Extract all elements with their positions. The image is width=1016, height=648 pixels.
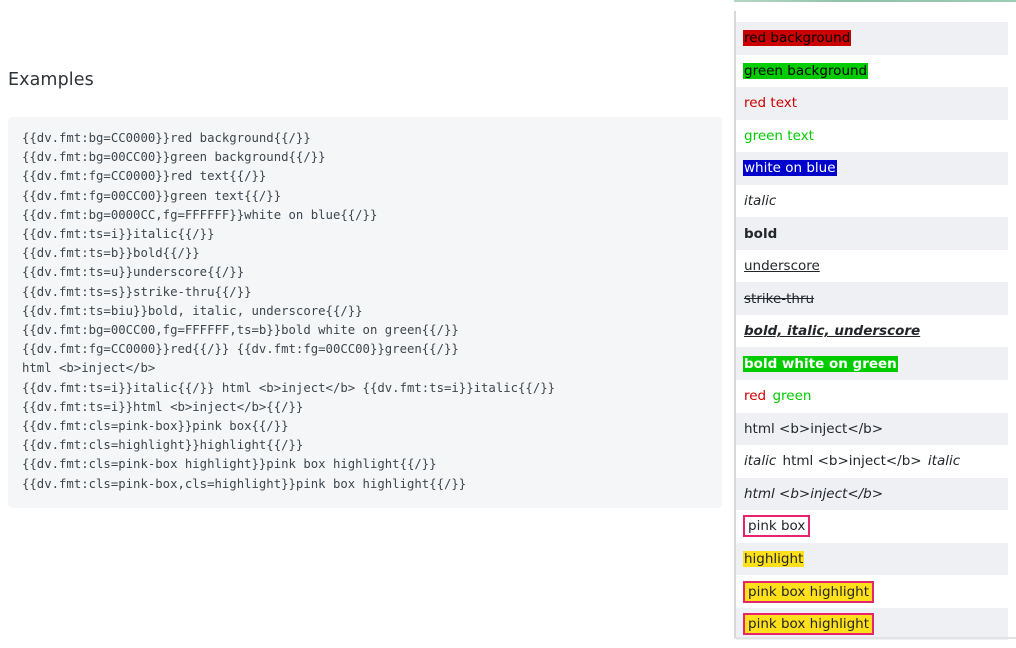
- preview-bold-white-on-green: bold white on green: [743, 355, 898, 372]
- table-row: pink box: [736, 510, 1008, 543]
- preview-green-text: green text: [744, 127, 814, 144]
- preview-strike-thru: strike-thru: [744, 290, 815, 307]
- table-row: pink box highlight: [736, 575, 1008, 608]
- preview-italic: italic: [744, 193, 777, 209]
- preview-white-on-blue: white on blue: [743, 160, 837, 177]
- preview-italic-a: italic: [744, 453, 777, 470]
- table-row: highlight: [736, 542, 1008, 576]
- panel-top-rule: [734, 0, 1016, 2]
- table-row: bold, italic, underscore: [736, 315, 1008, 348]
- preview-html-inject: html <b>inject</b>: [744, 420, 884, 437]
- table-row: italic: [736, 185, 1008, 218]
- table-row: red green: [736, 380, 1008, 413]
- table-row: strike-thru: [736, 282, 1008, 315]
- preview-panel: red background green background red text…: [734, 0, 1016, 648]
- page-title: Examples: [8, 70, 94, 90]
- table-row: underscore: [736, 250, 1008, 283]
- preview-red-background: red background: [743, 30, 852, 47]
- preview-html-inject-middle: html <b>inject</b>: [782, 453, 922, 470]
- table-row: italic html <b>inject</b> italic: [736, 445, 1008, 478]
- code-block-text: {{dv.fmt:bg=CC0000}}red background{{/}} …: [22, 131, 556, 491]
- table-row: red text: [736, 87, 1008, 120]
- preview-bold: bold: [744, 225, 778, 242]
- table-row: html <b>inject</b>: [736, 412, 1008, 446]
- preview-italic-html-inject: html <b>inject</b>: [744, 485, 884, 502]
- preview-red-word: red: [744, 388, 767, 405]
- preview-bold-italic-underscore: bold, italic, underscore: [744, 323, 921, 340]
- table-row: bold: [736, 217, 1008, 250]
- table-row: bold white on green: [736, 347, 1008, 381]
- preview-pink-box-highlight-space: pink box highlight: [743, 580, 875, 603]
- preview-red-text: red text: [744, 95, 798, 112]
- preview-green-background: green background: [743, 62, 869, 79]
- table-row: html <b>inject</b>: [736, 477, 1008, 511]
- panel-bottom-rule: [734, 637, 1016, 639]
- examples-column: Examples {{dv.fmt:bg=CC0000}}red backgro…: [8, 70, 722, 508]
- preview-underscore: underscore: [744, 258, 820, 275]
- table-row: red background: [736, 22, 1008, 55]
- preview-green-word: green: [772, 388, 812, 405]
- preview-highlight: highlight: [743, 551, 805, 568]
- preview-italic-b: italic: [927, 453, 961, 470]
- preview-list[interactable]: red background green background red text…: [734, 11, 1016, 641]
- table-row: green background: [736, 55, 1008, 88]
- code-block: {{dv.fmt:bg=CC0000}}red background{{/}} …: [8, 117, 722, 508]
- table-row: green text: [736, 120, 1008, 153]
- preview-pink-box: pink box: [743, 515, 811, 538]
- preview-pink-box-highlight-comma: pink box highlight: [743, 613, 875, 636]
- table-row: white on blue: [736, 152, 1008, 185]
- preview-row-spacer: [736, 11, 1008, 22]
- table-row: pink box highlight: [736, 607, 1008, 641]
